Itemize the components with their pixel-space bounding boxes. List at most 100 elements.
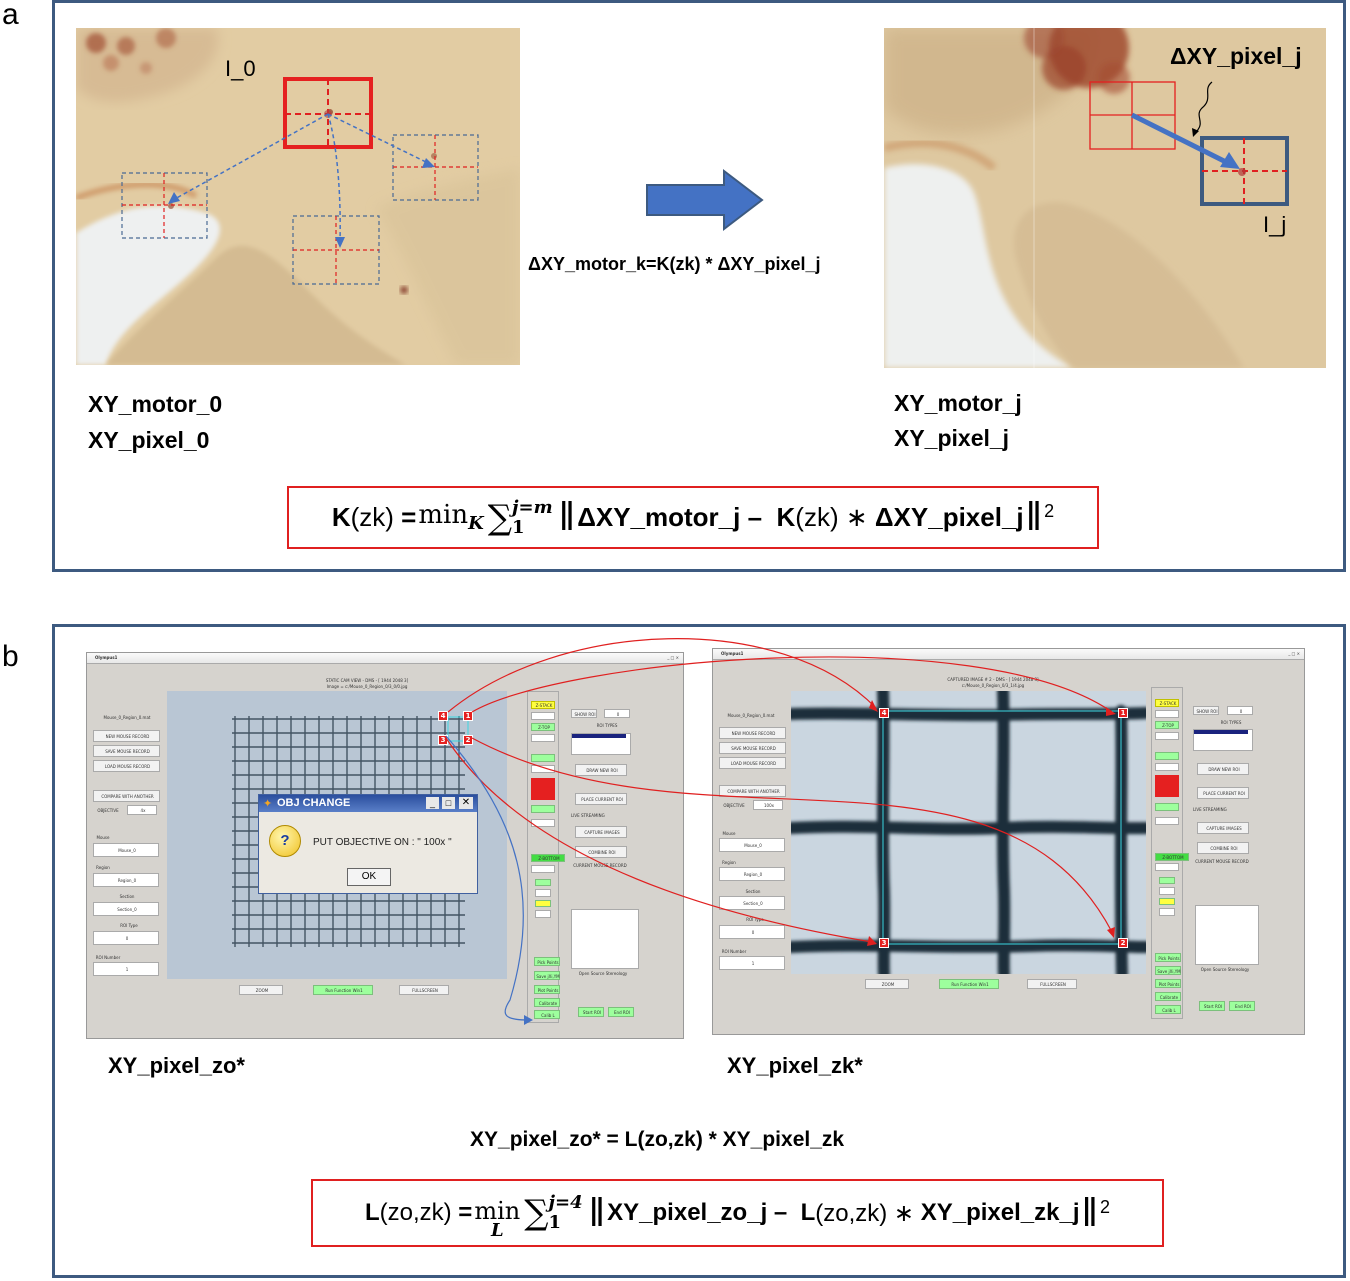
load-mouse-record-button-right[interactable]: LOAD MOUSE RECORD <box>719 757 786 769</box>
z-bottom-field-right[interactable] <box>1155 863 1179 871</box>
combine-roi-button[interactable]: COMBINE ROI <box>575 846 627 858</box>
show-roi-button-right[interactable]: SHOW ROI <box>1193 706 1219 715</box>
z-small-1[interactable] <box>535 879 551 886</box>
z-bottom-field[interactable] <box>531 865 555 873</box>
capture-images-button-right[interactable]: CAPTURE IMAGES <box>1197 822 1249 834</box>
z-value-field-right[interactable] <box>1155 763 1179 771</box>
k-formula-min: minK <box>418 500 483 534</box>
fullscreen-button[interactable]: FULLSCREEN <box>399 985 449 995</box>
z-top-field[interactable] <box>531 734 555 742</box>
calibrate-button[interactable]: Calibrate <box>534 998 560 1007</box>
zoom-button[interactable]: ZOOM <box>239 985 283 995</box>
compare-button[interactable]: COMPARE WITH ANOTHER <box>93 790 160 802</box>
dialog-maximize-icon[interactable]: □ <box>442 797 455 809</box>
region-field-right[interactable]: Region_0 <box>719 867 785 881</box>
start-roi-button[interactable]: Start ROI <box>578 1007 604 1017</box>
window-controls[interactable]: _ □ × <box>667 655 679 660</box>
objective-field[interactable]: 4x <box>127 805 157 815</box>
calib-button-right[interactable]: Calib L <box>1155 1005 1181 1014</box>
live-streaming-label-right[interactable]: LIVE STREAMING <box>1193 807 1227 812</box>
combine-roi-button-right[interactable]: COMBINE ROI <box>1197 842 1249 854</box>
z-up-button-right[interactable] <box>1155 752 1179 760</box>
live-streaming-label[interactable]: LIVE STREAMING <box>571 813 605 818</box>
end-roi-button-right[interactable]: End ROI <box>1229 1001 1255 1011</box>
z-small-2-right[interactable] <box>1159 887 1175 895</box>
pick-points-label: Pick Points <box>537 960 559 965</box>
section-field-right[interactable]: Section_0 <box>719 896 785 910</box>
roi-type-field-right[interactable]: 0 <box>719 925 785 939</box>
fullscreen-button-right[interactable]: FULLSCREEN <box>1027 979 1077 989</box>
new-mouse-record-button-right[interactable]: NEW MOUSE RECORD <box>719 727 786 739</box>
z-small-2[interactable] <box>535 889 551 897</box>
compare-button-right[interactable]: COMPARE WITH ANOTHER <box>719 785 786 797</box>
draw-new-roi-button-right[interactable]: DRAW NEW ROI <box>1197 763 1249 775</box>
region-field[interactable]: Region_0 <box>93 873 159 887</box>
objective-field-right[interactable]: 100x <box>753 800 783 810</box>
place-current-roi-button[interactable]: PLACE CURRENT ROI <box>575 793 627 805</box>
mouse-field-right[interactable]: Mouse_0 <box>719 838 785 852</box>
plot-points-button[interactable]: Plot Points <box>534 985 560 994</box>
z-small-4[interactable] <box>535 910 551 918</box>
run-function-label: Run Function Win1 <box>325 988 363 993</box>
side-title-right: Mouse_0_Region_0.mat <box>727 713 775 718</box>
z-value-field[interactable] <box>531 765 555 773</box>
save-xy-button[interactable]: Save jXi,YM <box>534 971 560 980</box>
place-current-roi-label-right: PLACE CURRENT ROI <box>1203 791 1245 796</box>
load-mouse-record-button[interactable]: LOAD MOUSE RECORD <box>93 760 160 772</box>
calib-button[interactable]: Calib L <box>534 1010 560 1019</box>
section-field[interactable]: Section_0 <box>93 902 159 916</box>
z-stack-field[interactable] <box>531 712 555 720</box>
dialog-minimize-icon[interactable]: _ <box>426 797 439 809</box>
show-roi-value: 0 <box>616 712 620 717</box>
draw-new-roi-button[interactable]: DRAW NEW ROI <box>575 764 627 776</box>
z-step-field[interactable] <box>531 819 555 827</box>
roi-types-list-right[interactable] <box>1193 729 1253 751</box>
z-small-3[interactable] <box>535 900 551 907</box>
dialog-ok-button[interactable]: OK <box>347 868 391 886</box>
end-roi-button[interactable]: End ROI <box>608 1007 634 1017</box>
z-up-button[interactable] <box>531 754 555 762</box>
z-down-button[interactable] <box>531 805 555 813</box>
mouse-field[interactable]: Mouse_0 <box>93 843 159 857</box>
show-roi-field[interactable]: 0 <box>604 709 630 718</box>
pick-points-button[interactable]: Pick Points <box>534 957 560 966</box>
z-down-button-right[interactable] <box>1155 803 1179 811</box>
show-roi-button[interactable]: SHOW ROI <box>571 709 597 718</box>
z-bottom-button[interactable]: Z-BOTTOM <box>531 854 565 862</box>
z-top-button[interactable]: Z-TOP <box>531 723 555 731</box>
z-step-field-right[interactable] <box>1155 817 1179 825</box>
z-bottom-button-right[interactable]: Z-BOTTOM <box>1155 853 1189 861</box>
pick-points-button-right[interactable]: Pick Points <box>1155 953 1181 962</box>
save-mouse-record-button[interactable]: SAVE MOUSE RECORD <box>93 745 160 757</box>
z-small-1-right[interactable] <box>1159 877 1175 884</box>
start-roi-button-right[interactable]: Start ROI <box>1199 1001 1225 1011</box>
save-mouse-record-button-right[interactable]: SAVE MOUSE RECORD <box>719 742 786 754</box>
roi-type-field[interactable]: 0 <box>93 931 159 945</box>
open-source-label: Open Source Stereology <box>578 971 628 976</box>
z-top-button-right[interactable]: Z-TOP <box>1155 721 1179 729</box>
z-stack-button-right[interactable]: Z-STACK <box>1155 699 1179 707</box>
window-controls-right[interactable]: _ □ × <box>1288 651 1300 656</box>
capture-images-button[interactable]: CAPTURE IMAGES <box>575 826 627 838</box>
zoom-button-right[interactable]: ZOOM <box>865 979 909 989</box>
xy-pixel-zk-caption: XY_pixel_zk* <box>727 1053 863 1078</box>
roi-number-field[interactable]: 1 <box>93 962 159 976</box>
l-formula-term1: XY_pixel_zo_j <box>607 1199 768 1226</box>
calibrate-button-right[interactable]: Calibrate <box>1155 992 1181 1001</box>
run-function-button-right[interactable]: Run Function Win1 <box>939 979 999 989</box>
z-small-3-right[interactable] <box>1159 898 1175 905</box>
z-top-field-right[interactable] <box>1155 732 1179 740</box>
plot-points-button-right[interactable]: Plot Points <box>1155 979 1181 988</box>
dialog-close-icon[interactable]: ✕ <box>459 797 473 809</box>
show-roi-field-right[interactable]: 0 <box>1227 706 1253 715</box>
roi-types-list[interactable] <box>571 733 631 755</box>
run-function-button[interactable]: Run Function Win1 <box>313 985 373 995</box>
roi-number-field-right[interactable]: 1 <box>719 956 785 970</box>
z-small-4-right[interactable] <box>1159 908 1175 916</box>
save-xy-button-right[interactable]: Save jXi,YM <box>1155 966 1181 975</box>
z-stack-button[interactable]: Z-STACK <box>531 701 555 709</box>
captured-image <box>785 685 1152 980</box>
place-current-roi-button-right[interactable]: PLACE CURRENT ROI <box>1197 787 1249 799</box>
z-stack-field-right[interactable] <box>1155 710 1179 718</box>
new-mouse-record-button[interactable]: NEW MOUSE RECORD <box>93 730 160 742</box>
